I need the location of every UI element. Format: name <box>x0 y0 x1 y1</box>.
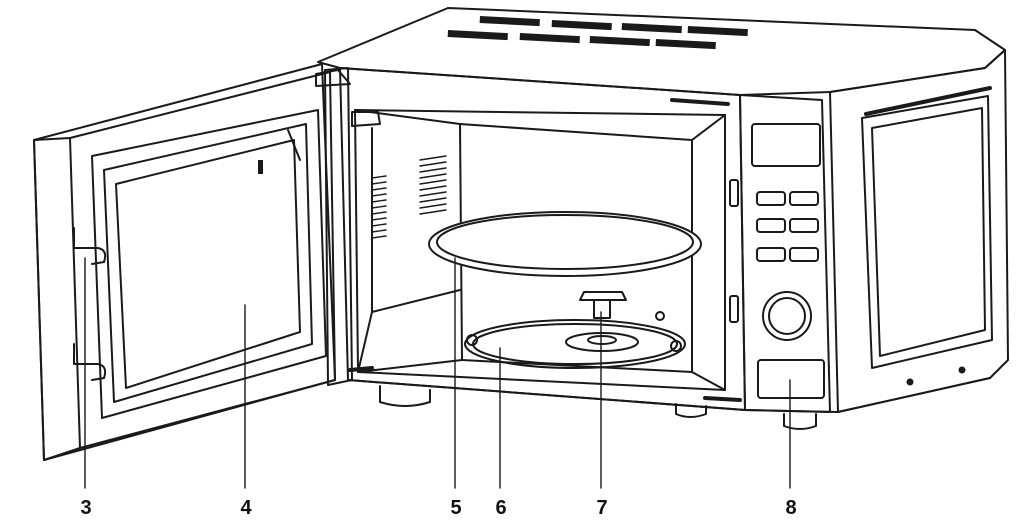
callout-4: 4 <box>240 497 252 519</box>
turntable-assembly <box>428 211 702 369</box>
callout-7: 7 <box>596 497 608 519</box>
cavity-vent <box>371 155 447 239</box>
door <box>33 63 381 461</box>
control-panel <box>739 94 831 413</box>
door-window <box>103 123 313 403</box>
callout-3: 3 <box>80 497 92 519</box>
side-window-inner <box>871 107 986 357</box>
cabinet-bottom <box>347 377 991 413</box>
foot-center <box>675 403 707 418</box>
shaft-coupler <box>579 291 627 301</box>
callout-6: 6 <box>495 497 507 519</box>
coupler-base <box>565 332 639 352</box>
hinge-post <box>324 67 353 386</box>
callout-5: 5 <box>450 497 462 519</box>
side-window-outer <box>861 95 993 369</box>
front-frame <box>324 67 746 411</box>
door-window-frame <box>91 109 327 419</box>
cabinet <box>317 7 1009 430</box>
top-vents <box>447 16 748 50</box>
control-buttons <box>756 191 819 262</box>
leader-lines <box>84 257 791 489</box>
roller-ring <box>464 319 686 369</box>
turntable-shaft <box>593 297 611 319</box>
door-hooks <box>73 227 107 381</box>
foot-right <box>783 413 817 430</box>
cavity-left-wall <box>371 127 461 313</box>
control-knob <box>762 291 812 341</box>
control-panel-frame <box>739 94 831 413</box>
callout-8: 8 <box>785 497 797 519</box>
foot-left <box>379 385 431 407</box>
glass-turntable <box>428 211 702 277</box>
door-release-button <box>757 359 825 399</box>
display-screen <box>751 123 821 167</box>
cabinet-top <box>317 7 1006 96</box>
